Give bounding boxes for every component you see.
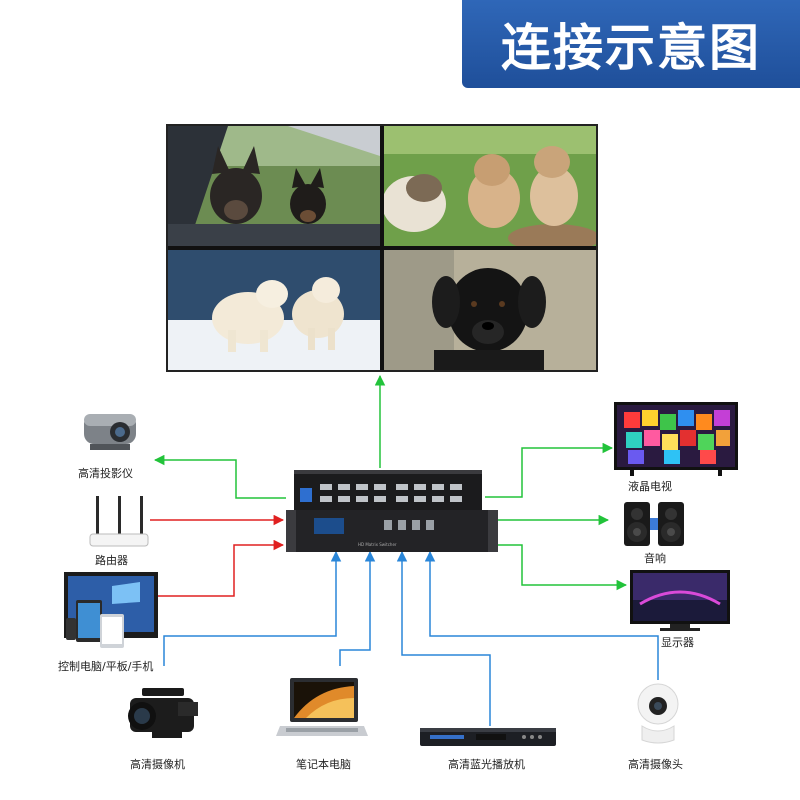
- bluray-player-icon: [420, 728, 556, 746]
- monitor-device: [630, 570, 730, 636]
- wire-from-camcorder: [163, 550, 342, 666]
- computer-tablet-phone-icon: [64, 572, 158, 648]
- black-puppy-photo: [384, 250, 596, 370]
- laptop-label: 笔记本电脑: [296, 758, 351, 771]
- white-dogs-snow-photo: [168, 250, 380, 370]
- laptop-device: [276, 678, 368, 746]
- speaker-label: 音响: [644, 552, 666, 565]
- wire-from-laptop: [339, 550, 376, 666]
- projector-device: [76, 404, 144, 458]
- wire-from-bluray: [396, 550, 491, 726]
- title-banner: 连接示意图: [462, 0, 800, 88]
- wire-to-projector: [153, 454, 286, 499]
- switcher-front-text: HD Matrix Switcher: [358, 542, 397, 547]
- router-device: [88, 494, 150, 554]
- lcd-tv-device: [614, 402, 738, 480]
- security-camera-icon: [637, 683, 679, 744]
- lcd-tv-icon: [614, 402, 738, 476]
- lcd-tv-label: 液晶电视: [628, 480, 672, 493]
- bluray-player-label: 高清蓝光播放机: [448, 758, 525, 771]
- wire-from-security-camera: [424, 550, 659, 680]
- bluray-player-device: [420, 726, 558, 754]
- camcorder-label: 高清摄像机: [130, 758, 185, 771]
- computer-tablet-phone-device: [60, 572, 160, 656]
- monitor-icon: [630, 570, 730, 631]
- dogs-in-car-photo: [168, 126, 380, 246]
- security-camera-device: [632, 682, 684, 750]
- puppies-photo: [384, 126, 596, 246]
- video-wall: [166, 124, 598, 372]
- monitor-label: 显示器: [661, 636, 694, 649]
- page-title: 连接示意图: [501, 19, 761, 77]
- wire-from-computer: [158, 539, 285, 597]
- wire-to-monitor: [497, 544, 628, 591]
- projector-icon: [84, 414, 136, 450]
- laptop-icon: [276, 678, 368, 736]
- computer-tablet-phone-label: 控制电脑/平板/手机: [58, 660, 154, 673]
- speaker-icon: [624, 502, 684, 546]
- speaker-device: [622, 500, 686, 552]
- matrix-switcher: HD Matrix Switcher: [286, 466, 498, 556]
- camcorder-icon: [128, 688, 198, 738]
- wire-to-lcd-tv: [485, 442, 614, 498]
- security-camera-label: 高清摄像头: [628, 758, 683, 771]
- camcorder-device: [122, 684, 202, 746]
- router-label: 路由器: [95, 554, 128, 567]
- projector-label: 高清投影仪: [78, 467, 133, 480]
- router-icon: [89, 496, 149, 547]
